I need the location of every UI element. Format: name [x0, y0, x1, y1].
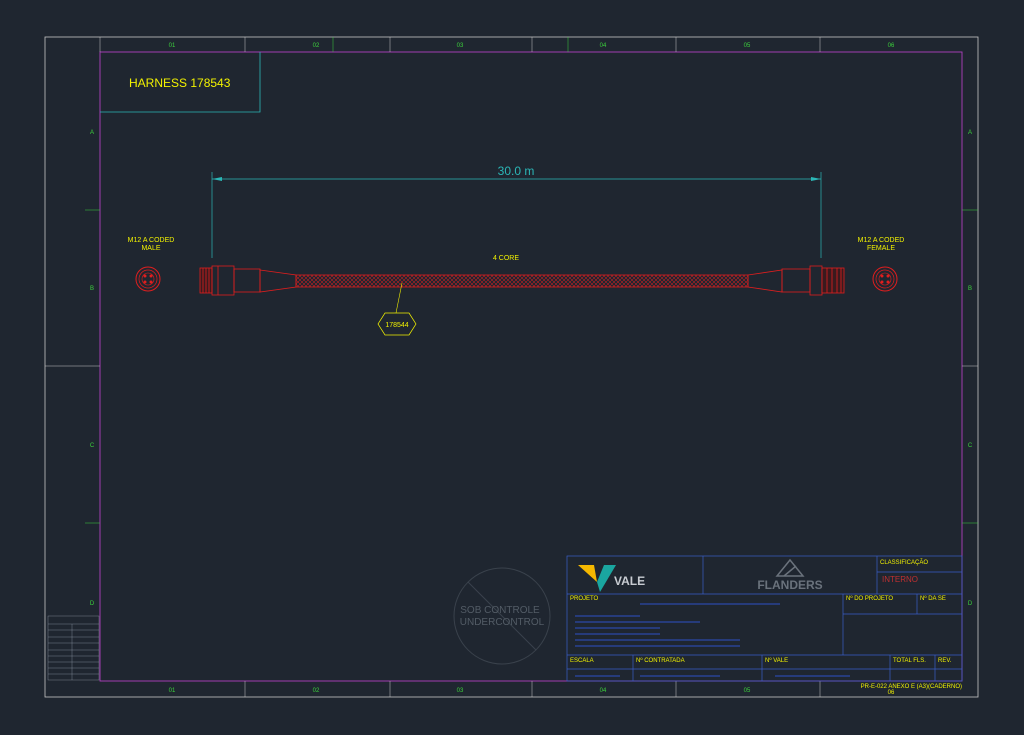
drawing-title: HARNESS 178543 [129, 76, 231, 90]
dimension-label: 30.0 m [498, 164, 535, 178]
total-fls-label: TOTAL FLS. [893, 658, 926, 664]
rev-label: REV. [938, 658, 952, 664]
no-se-label: Nº DA SE [920, 595, 946, 602]
stamp-line-1: SOB CONTROLE [460, 605, 540, 616]
row-label-left-c: C [90, 443, 95, 449]
row-label-right-b: B [968, 286, 972, 292]
row-label-right-c: C [968, 443, 973, 449]
drawing-frame [99, 51, 963, 682]
title-block [566, 555, 963, 682]
vale-logo-icon [578, 565, 616, 592]
no-projeto-label: Nº DO PROJETO [846, 595, 893, 602]
col-label-top-3: 03 [457, 43, 464, 49]
projeto-field-lines [575, 603, 850, 677]
form-reference-page: 06 [888, 690, 895, 696]
flanders-logo-icon [775, 558, 805, 577]
escala-label: ESCALA [570, 658, 594, 664]
right-connector-label-1: M12 A CODED [858, 237, 905, 244]
col-label-top-1: 01 [169, 43, 176, 49]
col-label-bottom-3: 03 [457, 688, 464, 694]
right-connector-face [872, 266, 898, 292]
row-label-right-a: A [968, 130, 972, 136]
tag-leader [395, 282, 403, 314]
classificacao-label: CLASSIFICAÇÃO [880, 559, 928, 566]
col-label-top-2: 02 [313, 43, 320, 49]
dimension-30m [211, 172, 822, 258]
contratada-label: Nº CONTRATADA [636, 657, 685, 664]
col-label-bottom-5: 05 [744, 688, 751, 694]
col-label-bottom-1: 01 [169, 688, 176, 694]
row-label-right-d: D [968, 601, 973, 607]
form-reference: PR-E-022 ANEXO E (A3)(CADERNO) [861, 684, 962, 690]
row-label-left-a: A [90, 130, 94, 136]
right-connector-label-2: FEMALE [867, 245, 895, 252]
harness-side-view [199, 265, 845, 296]
projeto-label: PROJETO [570, 596, 599, 602]
classificacao-value: INTERNO [882, 575, 918, 584]
left-connector-label-1: M12 A CODED [128, 237, 175, 244]
col-label-top-5: 05 [744, 43, 751, 49]
zone-ticks [85, 37, 978, 524]
part-tag-label: 178544 [385, 322, 408, 329]
col-label-bottom-2: 02 [313, 688, 320, 694]
wire-legend-table [47, 615, 100, 681]
stamp-line-2: UNDERCONTROL [460, 617, 545, 628]
row-label-left-d: D [90, 601, 95, 607]
flanders-logo-text: FLANDERS [757, 578, 822, 592]
title-box [100, 52, 261, 113]
left-connector-label-2: MALE [141, 245, 160, 252]
vale-logo-text: VALE [614, 574, 645, 588]
sheet-border [44, 36, 979, 698]
col-label-top-6: 06 [888, 43, 895, 49]
cable-core-label: 4 CORE [493, 255, 519, 262]
col-label-top-4: 04 [600, 43, 607, 49]
col-label-bottom-4: 04 [600, 688, 607, 694]
no-vale-label: Nº VALE [765, 657, 788, 664]
left-connector-face [135, 266, 161, 292]
zone-dividers [45, 37, 978, 697]
row-label-left-b: B [90, 286, 94, 292]
control-stamp [453, 567, 551, 665]
part-tag [377, 312, 417, 336]
